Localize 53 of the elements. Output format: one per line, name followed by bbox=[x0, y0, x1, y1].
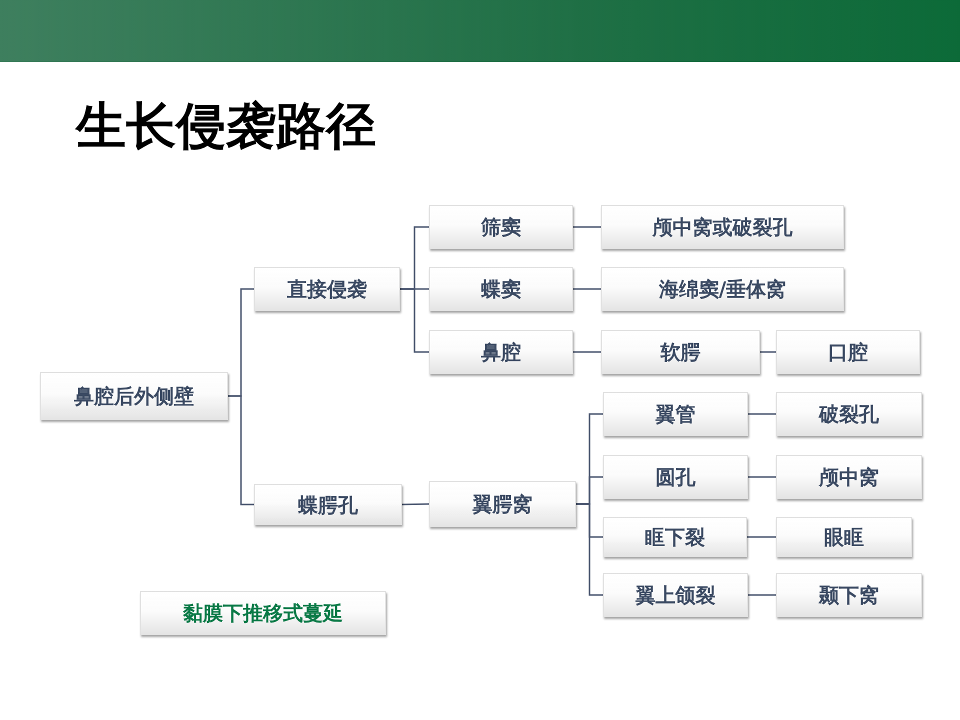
process-box bbox=[776, 392, 922, 436]
process-box bbox=[603, 392, 748, 436]
node-label: 眶下裂 bbox=[645, 525, 705, 549]
process-box bbox=[603, 455, 748, 499]
process-box bbox=[429, 330, 573, 374]
connector-line bbox=[748, 594, 776, 596]
connector-line bbox=[573, 226, 601, 228]
node-label: 翼腭窝 bbox=[472, 492, 532, 516]
connector-line bbox=[228, 395, 254, 506]
node-label: 颞下窝 bbox=[819, 583, 879, 607]
node-label: 破裂孔 bbox=[819, 402, 879, 426]
connector-line bbox=[748, 476, 776, 478]
process-box bbox=[254, 484, 402, 525]
connector-line bbox=[573, 288, 601, 290]
node-label: 翼上颌裂 bbox=[636, 583, 716, 607]
node-label: 眼眶 bbox=[824, 525, 864, 549]
node-label: 颅中窝或破裂孔 bbox=[652, 215, 792, 239]
process-box bbox=[601, 267, 844, 311]
node-label: 鼻腔后外侧壁 bbox=[74, 384, 194, 408]
node-label: 鼻腔 bbox=[481, 340, 521, 364]
process-box bbox=[776, 517, 912, 557]
connector-line bbox=[747, 536, 776, 538]
connector-line bbox=[402, 503, 430, 506]
process-box bbox=[429, 481, 576, 527]
process-box bbox=[601, 330, 760, 374]
process-box bbox=[776, 330, 920, 374]
connector-line bbox=[576, 503, 603, 596]
node-label: 口腔 bbox=[828, 340, 868, 364]
note-box bbox=[140, 591, 386, 635]
connector-line bbox=[573, 351, 601, 353]
node-label: 蝶腭孔 bbox=[298, 492, 358, 516]
connector-line bbox=[748, 413, 776, 415]
process-box bbox=[429, 267, 573, 311]
node-label: 软腭 bbox=[660, 340, 700, 364]
node-label: 筛窦 bbox=[481, 215, 521, 239]
connector-line bbox=[400, 288, 429, 353]
node-label: 颅中窝 bbox=[819, 465, 879, 489]
connector-line bbox=[760, 351, 776, 353]
node-label: 圆孔 bbox=[656, 465, 696, 489]
node-label: 蝶窦 bbox=[481, 277, 521, 301]
node-label: 翼管 bbox=[656, 402, 696, 426]
process-box bbox=[776, 455, 922, 499]
process-box bbox=[601, 205, 844, 249]
slide-title: 生长侵袭路径 bbox=[76, 96, 376, 156]
process-box bbox=[40, 372, 228, 420]
process-box bbox=[603, 517, 747, 557]
process-box bbox=[254, 267, 400, 311]
node-label: 海绵窦/垂体窝 bbox=[658, 277, 786, 301]
process-box bbox=[603, 573, 748, 617]
process-box bbox=[776, 573, 922, 617]
node-label: 黏膜下推移式蔓延 bbox=[183, 601, 343, 625]
node-label: 直接侵袭 bbox=[287, 277, 367, 301]
process-box bbox=[429, 205, 573, 249]
